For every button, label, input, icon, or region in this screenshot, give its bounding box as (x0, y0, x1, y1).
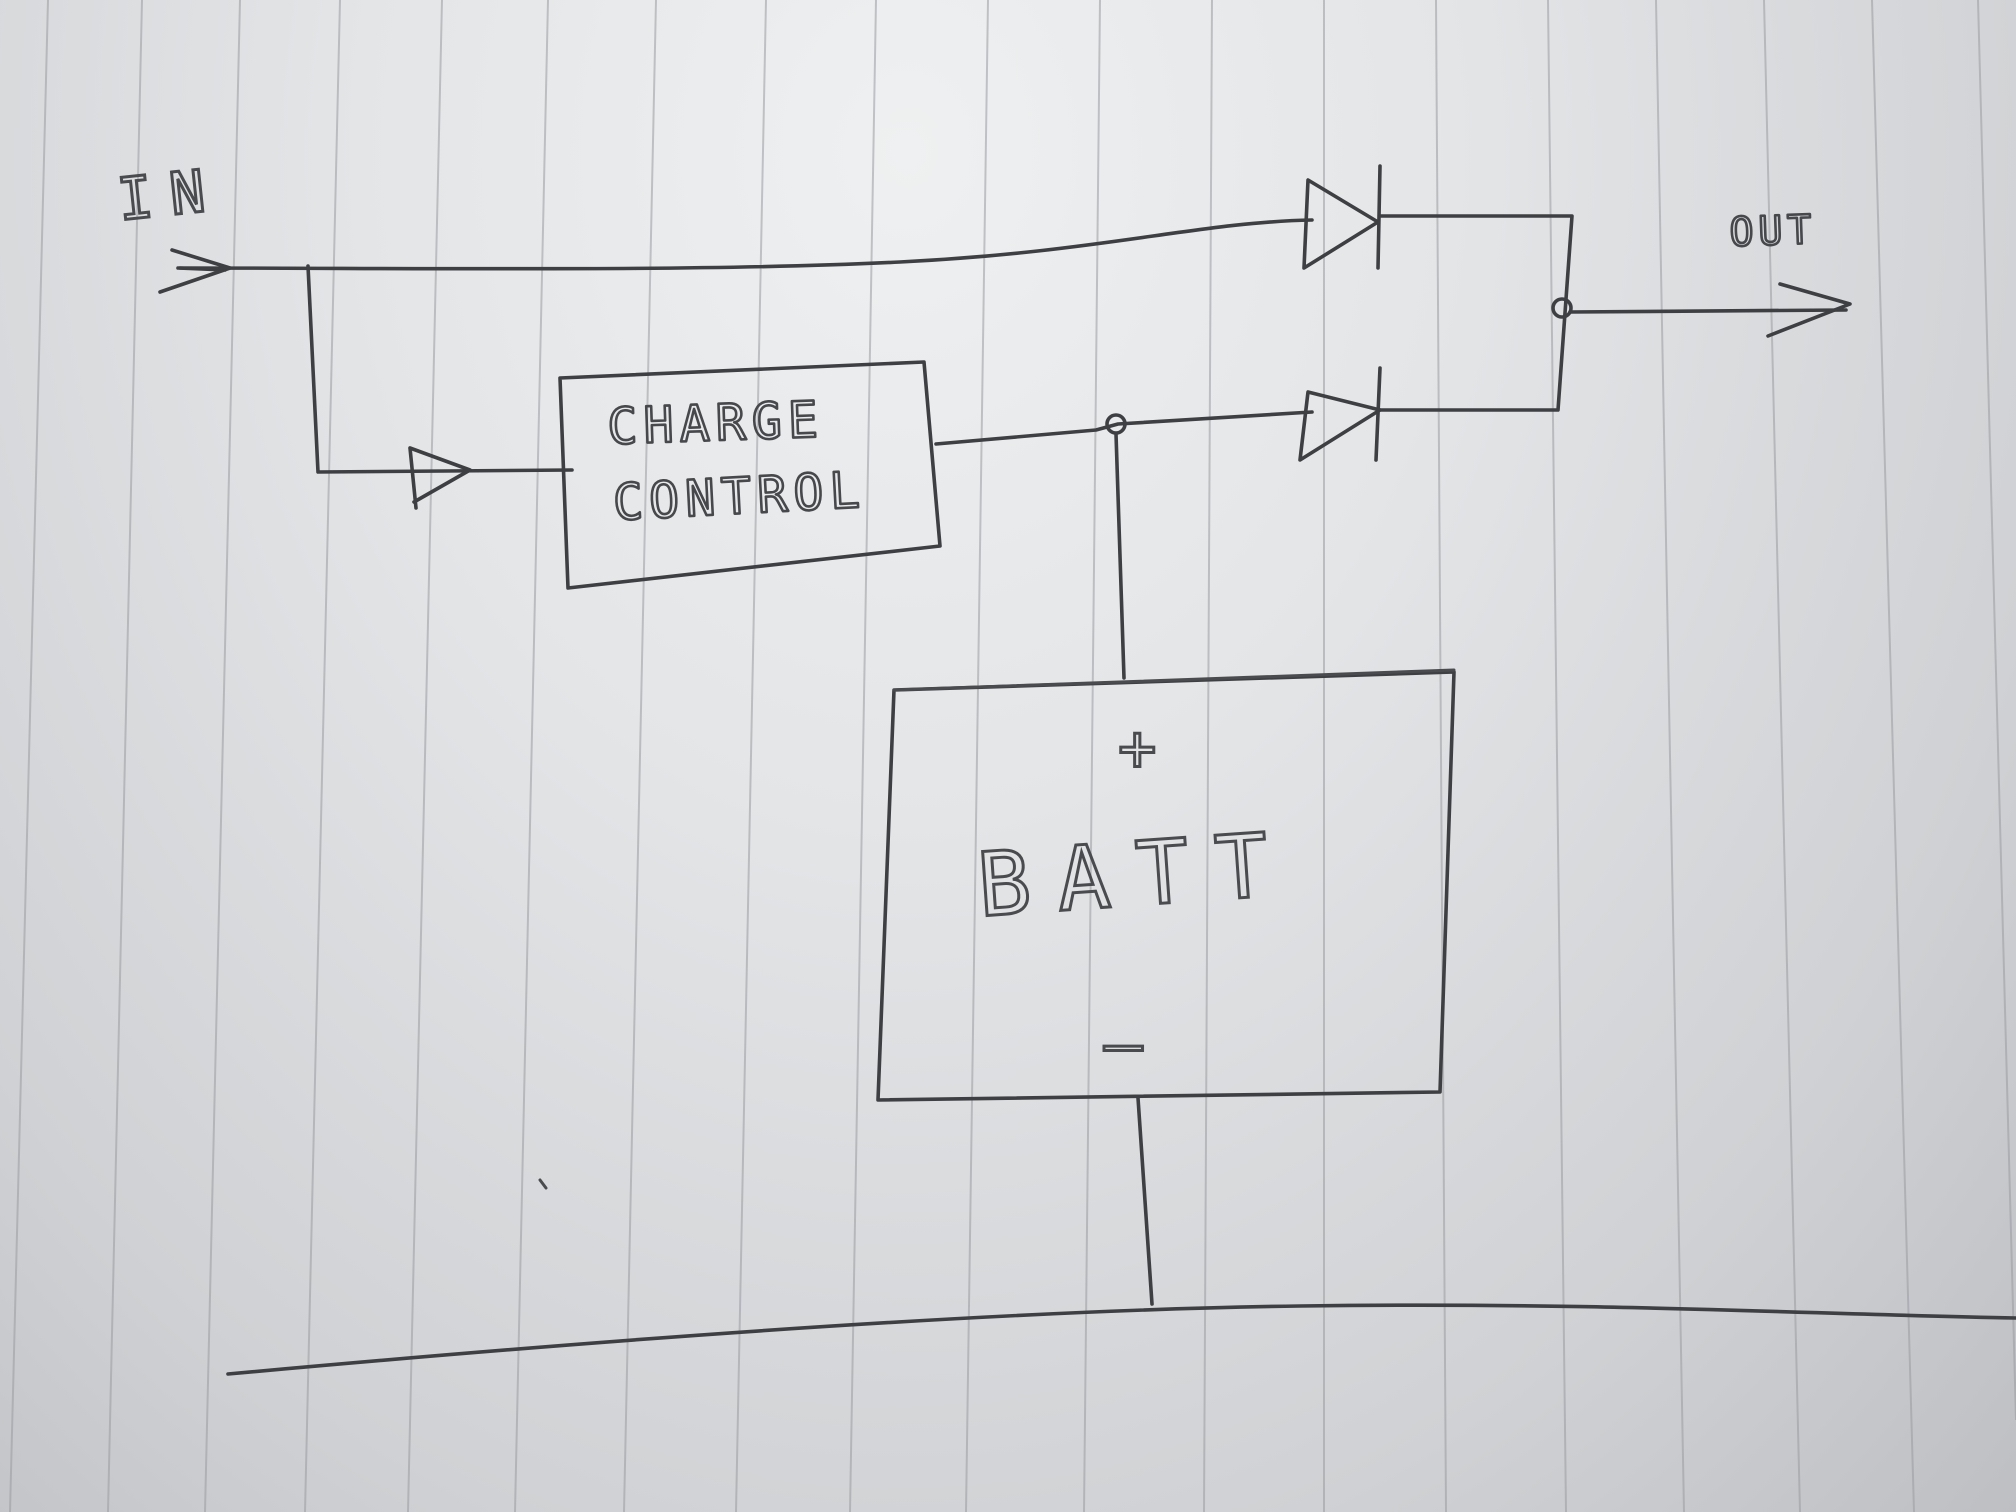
charge-control-line1: CHARGE (606, 390, 825, 456)
stray-mark (538, 1178, 548, 1190)
charge-feed-wire (306, 264, 574, 474)
battery-label: BATT (974, 812, 1298, 937)
charge-control-line2: CONTROL (612, 461, 867, 532)
charge-control-block: CHARGE CONTROL (558, 360, 942, 590)
battery-positive-sign: + (1118, 712, 1176, 786)
lower-diode-icon (1298, 366, 1382, 462)
output-arrow-icon (1766, 282, 1852, 338)
battery-top-plate (892, 668, 1456, 692)
input-label: IN (114, 155, 225, 234)
output-label: OUT (1729, 207, 1817, 256)
diode-or-wire (1378, 214, 1574, 412)
input-arrow-icon (158, 248, 232, 294)
battery-block: + BATT – (876, 668, 1456, 1102)
input-wire (178, 218, 1314, 271)
input-terminal: IN (113, 154, 232, 294)
charge-feed-arrow-icon (408, 446, 472, 510)
ground-rail (226, 1303, 2016, 1376)
output-node (1551, 297, 1573, 319)
battery-negative-wire (1136, 1096, 1154, 1306)
battery-negative-sign: – (1104, 1008, 1162, 1082)
charge-control-box (558, 360, 942, 590)
upper-diode-icon (1302, 164, 1382, 270)
output-wire (1568, 308, 1848, 314)
battery-positive-wire (1114, 432, 1126, 680)
